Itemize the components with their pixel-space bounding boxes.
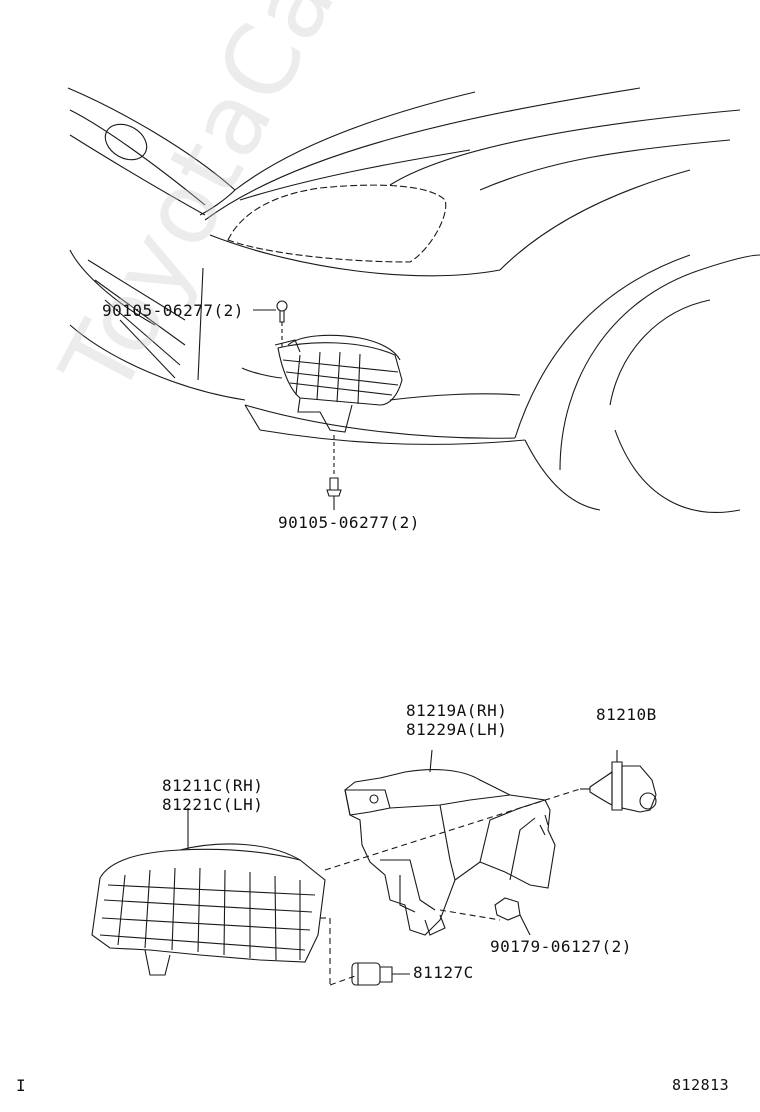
label-socket: 81127C xyxy=(413,963,474,982)
label-housing-lh: 81229A(LH) xyxy=(406,720,508,739)
figure-code: 812813 xyxy=(672,1076,730,1094)
assembly-lines xyxy=(320,789,580,985)
main-bulb xyxy=(580,750,656,812)
label-main-bulb: 81210B xyxy=(596,705,657,724)
label-housing-rh: 81219A(RH) xyxy=(406,701,508,720)
bolt-upper xyxy=(253,301,287,350)
label-clip: 90179-06127(2) xyxy=(490,937,632,956)
corner-mark: I xyxy=(16,1076,27,1095)
label-bolt-upper: 90105-06277(2) xyxy=(102,301,244,320)
lamp-housing xyxy=(345,750,555,935)
label-lens-lh: 81221C(LH) xyxy=(162,795,264,814)
label-lens-rh: 81211C(RH) xyxy=(162,776,264,795)
clip-fastener xyxy=(495,898,530,935)
side-socket xyxy=(352,963,410,985)
label-bolt-lower: 90105-06277(2) xyxy=(278,513,420,532)
bolt-lower xyxy=(327,435,341,510)
installed-lamp xyxy=(275,335,402,432)
vehicle-outline xyxy=(68,88,760,512)
front-lens xyxy=(92,808,325,975)
